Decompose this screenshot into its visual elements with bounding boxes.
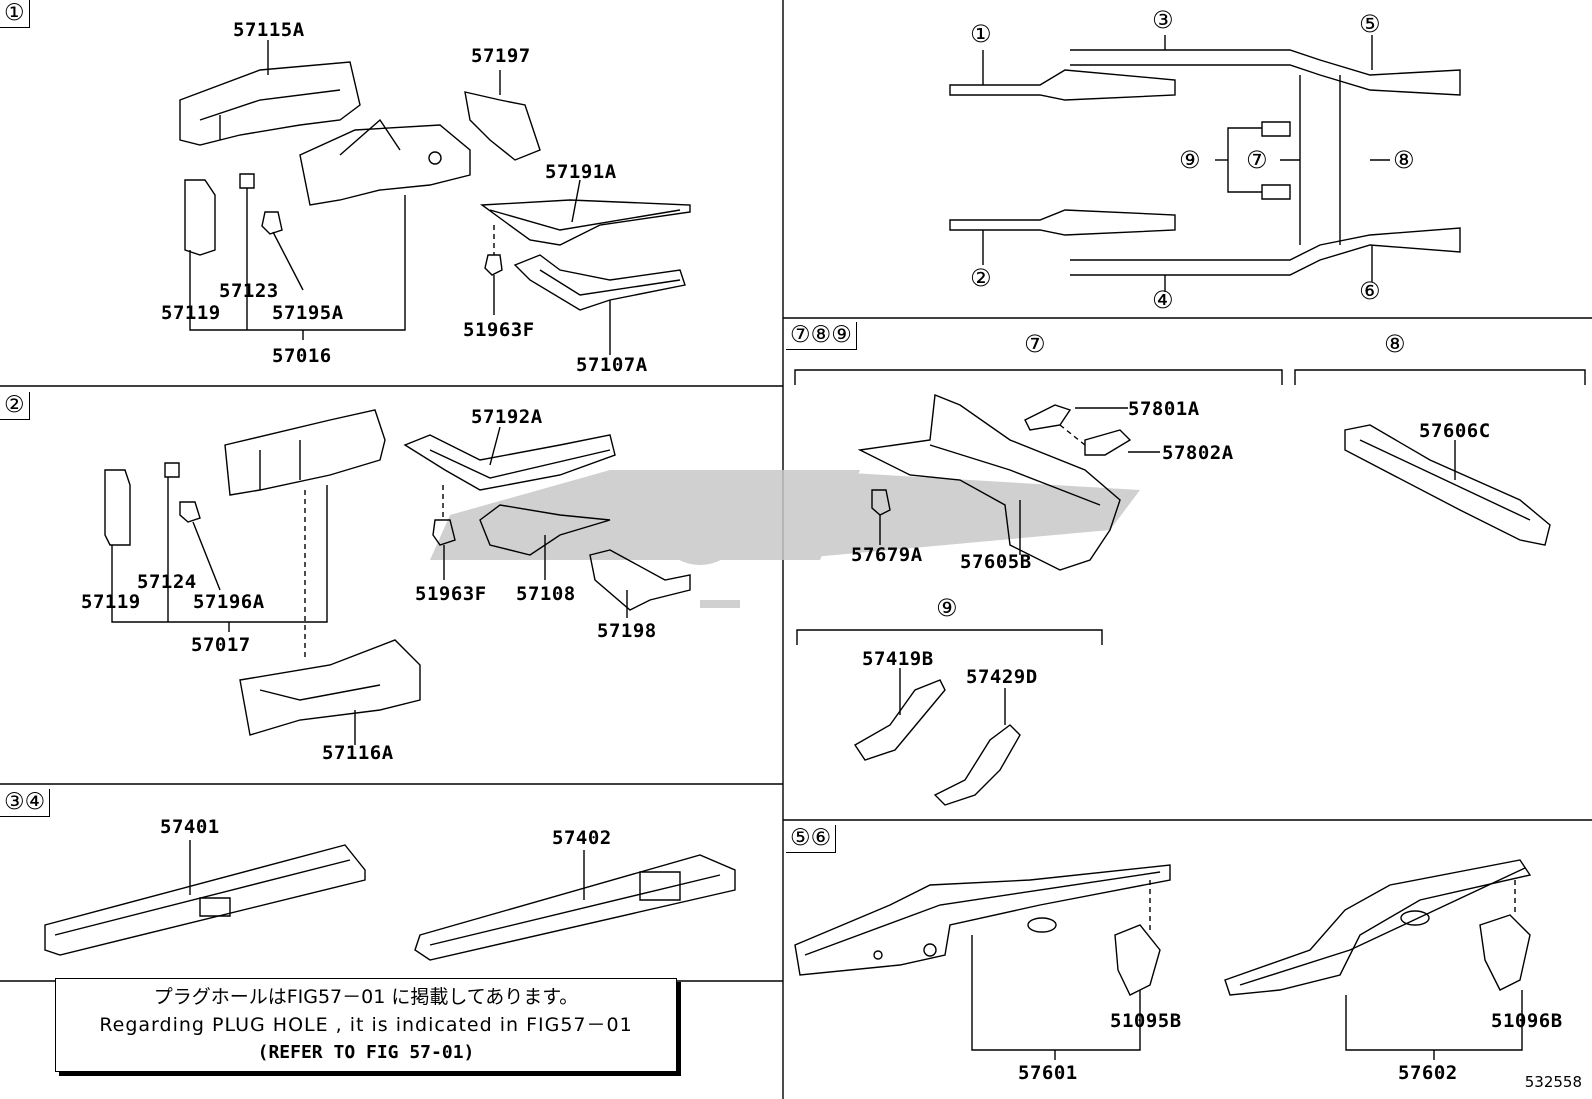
- part-number[interactable]: 57195A: [272, 302, 344, 324]
- callout-8: ⑧: [1393, 146, 1415, 174]
- callout-1: ①: [970, 20, 992, 48]
- part-number[interactable]: 57419B: [862, 648, 934, 670]
- part-number[interactable]: 57017: [191, 634, 251, 656]
- part-number[interactable]: 57402: [552, 827, 612, 849]
- section2-drawing: [105, 410, 690, 745]
- part-number[interactable]: 57429D: [966, 666, 1038, 688]
- callout-5: ⑤: [1359, 10, 1381, 38]
- part-number[interactable]: 57401: [160, 816, 220, 838]
- watermark: [430, 470, 1140, 608]
- callout-7: ⑦: [1024, 330, 1046, 358]
- section-label-34: ③④: [0, 789, 51, 817]
- section-label-2: ②: [0, 392, 30, 420]
- part-number[interactable]: 57016: [272, 345, 332, 367]
- figure-number: 532558: [1524, 1073, 1582, 1091]
- callout-4: ④: [1152, 286, 1174, 314]
- section1-drawing: [180, 40, 690, 355]
- part-number[interactable]: 57124: [137, 571, 197, 593]
- part-number[interactable]: 51963F: [463, 319, 535, 341]
- part-number[interactable]: 51096B: [1491, 1010, 1563, 1032]
- section-label-1: ①: [0, 0, 30, 28]
- part-number[interactable]: 57123: [219, 280, 279, 302]
- callout-8: ⑧: [1384, 330, 1406, 358]
- part-number[interactable]: 57606C: [1419, 420, 1491, 442]
- callout-2: ②: [970, 264, 992, 292]
- part-number[interactable]: 57119: [81, 591, 141, 613]
- callout-3: ③: [1152, 6, 1174, 34]
- callout-9: ⑨: [1179, 146, 1201, 174]
- note-japanese: プラグホールはFIG57－01 に掲載してあります。: [153, 986, 579, 1008]
- section-label-789: ⑦⑧⑨: [786, 322, 857, 350]
- part-number[interactable]: 57605B: [960, 551, 1032, 573]
- part-number[interactable]: 57197: [471, 45, 531, 67]
- part-number[interactable]: 57601: [1018, 1062, 1078, 1084]
- overview-drawing: [950, 35, 1460, 292]
- callout-6: ⑥: [1359, 277, 1381, 305]
- callout-9: ⑨: [936, 594, 958, 622]
- section789-drawing: [795, 370, 1585, 805]
- section34-drawing: [45, 840, 735, 960]
- section-label-56: ⑤⑥: [786, 825, 837, 853]
- part-number[interactable]: 57802A: [1162, 442, 1234, 464]
- part-number[interactable]: 57191A: [545, 161, 617, 183]
- part-number[interactable]: 57116A: [322, 742, 394, 764]
- part-number[interactable]: 57679A: [851, 544, 923, 566]
- note-english: Regarding PLUG HOLE , it is indicated in…: [99, 1014, 633, 1036]
- part-number[interactable]: 57108: [516, 583, 576, 605]
- part-number[interactable]: 57196A: [193, 591, 265, 613]
- part-number[interactable]: 57119: [161, 302, 221, 324]
- plug-hole-note: プラグホールはFIG57－01 に掲載してあります。 Regarding PLU…: [55, 978, 677, 1072]
- section56-drawing: [795, 860, 1530, 1060]
- part-number[interactable]: 57602: [1398, 1062, 1458, 1084]
- part-number[interactable]: 57107A: [576, 354, 648, 376]
- part-number[interactable]: 57115A: [233, 19, 305, 41]
- part-number[interactable]: 57198: [597, 620, 657, 642]
- part-number[interactable]: 51095B: [1110, 1010, 1182, 1032]
- note-reference: (REFER TO FIG 57-01): [257, 1042, 475, 1063]
- part-number[interactable]: 57801A: [1128, 398, 1200, 420]
- part-number[interactable]: 51963F: [415, 583, 487, 605]
- callout-7: ⑦: [1246, 146, 1268, 174]
- part-number[interactable]: 57192A: [471, 406, 543, 428]
